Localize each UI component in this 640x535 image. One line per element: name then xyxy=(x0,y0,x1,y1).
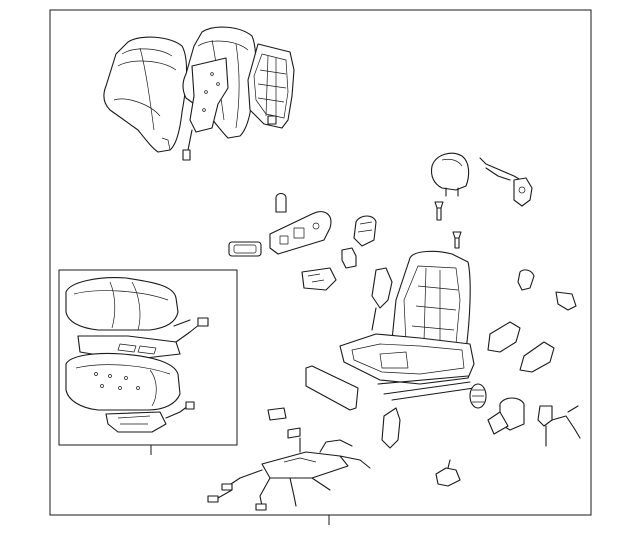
hinge-cover-2[interactable] xyxy=(519,341,555,373)
seat-back-board[interactable] xyxy=(247,43,295,129)
wire-harness[interactable] xyxy=(207,407,371,511)
headrest-guide[interactable] xyxy=(434,201,462,249)
switch-assembly[interactable] xyxy=(301,267,337,291)
front-trim[interactable] xyxy=(305,365,359,411)
switch-knob[interactable] xyxy=(228,241,262,257)
seat-cushion-pad[interactable] xyxy=(65,352,181,411)
clip-right-2[interactable] xyxy=(555,291,577,311)
hinge-cover[interactable] xyxy=(487,321,521,353)
seat-cushion-cover[interactable] xyxy=(65,277,179,331)
side-shield[interactable] xyxy=(269,211,332,255)
seat-back-heater[interactable] xyxy=(182,57,229,161)
recliner-cap[interactable] xyxy=(469,383,487,409)
connector-small[interactable] xyxy=(341,247,357,269)
lower-bracket[interactable] xyxy=(381,407,401,449)
outer-frame xyxy=(49,9,592,516)
seat-back-cover[interactable] xyxy=(103,36,188,153)
seat-belt-buckle[interactable] xyxy=(487,397,581,447)
lumbar-support[interactable] xyxy=(353,215,377,247)
seat-cushion-heater-lower[interactable] xyxy=(105,401,195,433)
side-bracket[interactable] xyxy=(275,192,287,213)
headrest[interactable] xyxy=(430,152,470,197)
clip-right-1[interactable] xyxy=(517,269,535,291)
seat-frame[interactable] xyxy=(339,250,475,401)
inset-frame xyxy=(58,269,238,446)
headrest-support-wire[interactable] xyxy=(479,157,533,207)
connector-bottom[interactable] xyxy=(435,459,461,487)
